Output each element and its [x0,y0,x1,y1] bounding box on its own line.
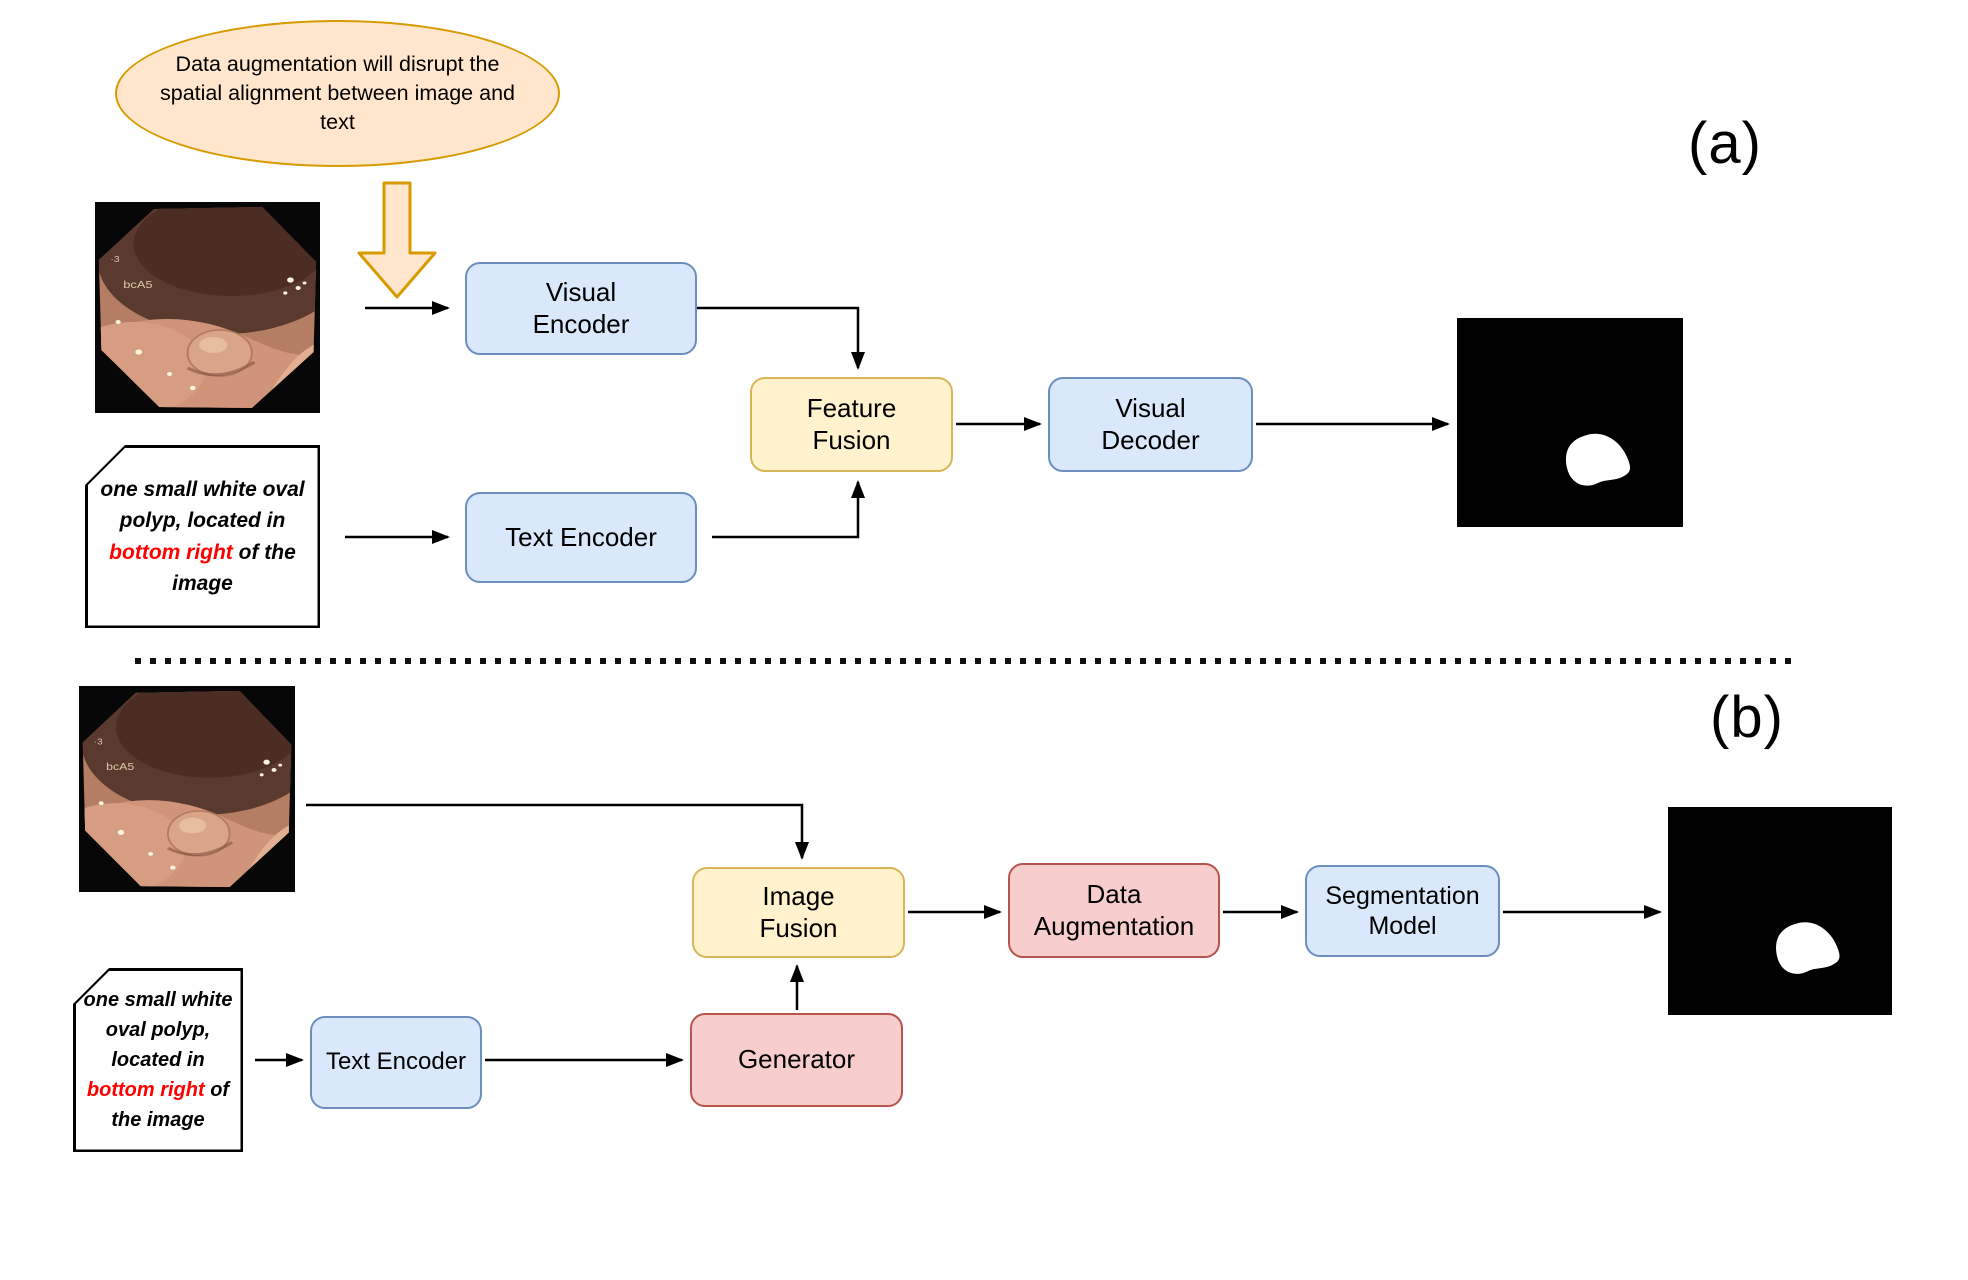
note-a-text-highlight: bottom right [109,540,233,564]
arrow-visual-encoder-to-feature-fusion [697,306,865,370]
image-fusion-box: Image Fusion [692,867,905,958]
note-b-text-pre2: located in [111,1049,205,1071]
note-b-text-pre: one small white oval polyp, [83,989,233,1041]
text-encoder-a-box: Text Encoder [465,492,697,583]
note-b-text-highlight: bottom right [86,1079,205,1101]
note-b-text-post: of the image [111,1079,230,1131]
segmentation-mask-a [1457,318,1683,527]
specular-highlights [98,759,283,870]
callout-block-arrow [357,181,437,299]
section-divider-dotted [135,658,1800,664]
panel-b-label: (b) [1710,685,1784,750]
endoscopy-tick-marks: ·3 [94,738,103,747]
segmentation-mask-blob [1565,433,1631,486]
arrow-text-encoder-to-feature-fusion [712,480,865,539]
endoscopy-tick-marks: ·3 [110,255,119,264]
segmentation-model-box: Segmentation Model [1305,865,1500,957]
endoscopy-overlay-label: bcA5 [123,280,152,290]
segmentation-mask-b [1668,807,1892,1015]
note-a-text-post: of the image [172,540,296,596]
visual-encoder-box: Visual Encoder [465,262,697,355]
text-prompt-note-a: one small white oval polyp, located in b… [85,445,320,628]
feature-fusion-box: Feature Fusion [750,377,953,472]
data-augmentation-warning-callout: Data augmentation will disrupt the spati… [115,20,560,167]
generator-box: Generator [690,1013,903,1107]
endoscopy-image-b: bcA5 ·3 [79,686,295,892]
specular-highlights [115,277,307,391]
text-encoder-b-box: Text Encoder [310,1016,482,1109]
segmentation-mask-blob [1776,922,1840,974]
endoscopy-overlay-label: bcA5 [106,762,134,773]
visual-decoder-box: Visual Decoder [1048,377,1253,472]
data-augmentation-box: Data Augmentation [1008,863,1220,958]
note-a-text-pre: one small white oval polyp, located in [100,477,305,533]
arrow-image-b-to-image-fusion [306,803,809,860]
panel-a-label: (a) [1688,111,1762,176]
text-prompt-note-b: one small white oval polyp, located in b… [73,968,243,1152]
endoscopy-image-a: bcA5 ·3 [95,202,320,413]
